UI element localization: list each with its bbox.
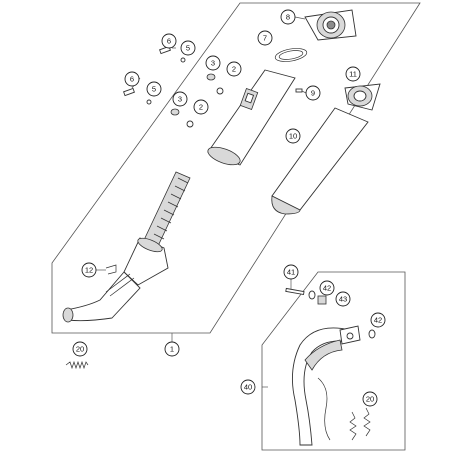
- callout-6b: 6: [124, 71, 140, 87]
- silencer-shell: [271, 107, 369, 215]
- callout-2a: 2: [226, 61, 242, 77]
- header-pipe: [291, 327, 351, 446]
- end-cap-rear: [344, 83, 381, 111]
- svg-text:1: 1: [170, 345, 174, 354]
- spring-b: [349, 407, 371, 441]
- svg-text:42: 42: [374, 316, 382, 325]
- svg-text:11: 11: [349, 70, 357, 79]
- svg-text:2: 2: [199, 103, 203, 112]
- callout-7: 7: [257, 30, 273, 46]
- callout-42a: 42: [319, 280, 335, 296]
- callout-41: 41: [283, 264, 299, 280]
- silencer-inlet-pipe: [62, 271, 141, 323]
- gasket: [274, 48, 308, 62]
- washer-42b: [368, 329, 376, 339]
- washer-42a: [308, 290, 316, 300]
- washer-2b: [186, 120, 194, 128]
- diffuser-cone: [123, 237, 169, 286]
- end-cap-front: [304, 9, 357, 41]
- callout-42b: 42: [370, 312, 386, 328]
- svg-text:12: 12: [85, 266, 93, 275]
- svg-text:9: 9: [311, 89, 315, 98]
- bolt-6b: [123, 87, 135, 97]
- svg-text:6: 6: [130, 75, 134, 84]
- svg-text:20: 20: [366, 395, 374, 404]
- bolt-41: [285, 287, 305, 296]
- callout-20a: 20: [72, 341, 88, 357]
- callout-6a: 6: [161, 33, 177, 49]
- svg-text:10: 10: [289, 132, 297, 141]
- callout-1: 1: [164, 341, 180, 357]
- callout-12: 12: [81, 262, 97, 278]
- header-pipe-frame: [261, 271, 406, 451]
- svg-text:41: 41: [287, 268, 295, 277]
- callout-10: 10: [285, 128, 301, 144]
- nut-3a: [206, 73, 216, 81]
- svg-text:2: 2: [232, 65, 236, 74]
- callout-5b: 5: [146, 81, 162, 97]
- screw-9: [295, 88, 303, 93]
- callout-5a: 5: [180, 40, 196, 56]
- main-assembly-frame: [51, 2, 421, 334]
- svg-text:40: 40: [244, 383, 252, 392]
- svg-text:7: 7: [263, 34, 267, 43]
- perforated-tube: [143, 171, 191, 247]
- header-bracket: [339, 325, 361, 345]
- washer-5a: [180, 57, 186, 63]
- clip: [105, 264, 117, 275]
- callout-3b: 3: [172, 91, 188, 107]
- svg-text:8: 8: [286, 13, 290, 22]
- svg-text:3: 3: [178, 95, 182, 104]
- callout-3a: 3: [205, 55, 221, 71]
- callout-8: 8: [280, 9, 296, 25]
- callout-9: 9: [305, 85, 321, 101]
- svg-text:43: 43: [339, 295, 347, 304]
- callout-43: 43: [335, 291, 351, 307]
- nut-3b: [170, 108, 180, 116]
- svg-text:6: 6: [167, 37, 171, 46]
- washer-2a: [216, 87, 224, 95]
- washer-5b: [146, 99, 152, 105]
- svg-text:42: 42: [323, 284, 331, 293]
- svg-text:20: 20: [76, 345, 84, 354]
- callout-11: 11: [345, 66, 361, 82]
- callout-20b: 20: [362, 391, 378, 407]
- spring-a: [65, 360, 89, 370]
- svg-text:5: 5: [186, 44, 190, 53]
- callout-40: 40: [240, 379, 256, 395]
- callout-2b: 2: [193, 99, 209, 115]
- svg-text:3: 3: [211, 59, 215, 68]
- svg-text:5: 5: [152, 85, 156, 94]
- spacer-43: [317, 295, 327, 305]
- silencer-inner-body: [207, 69, 296, 166]
